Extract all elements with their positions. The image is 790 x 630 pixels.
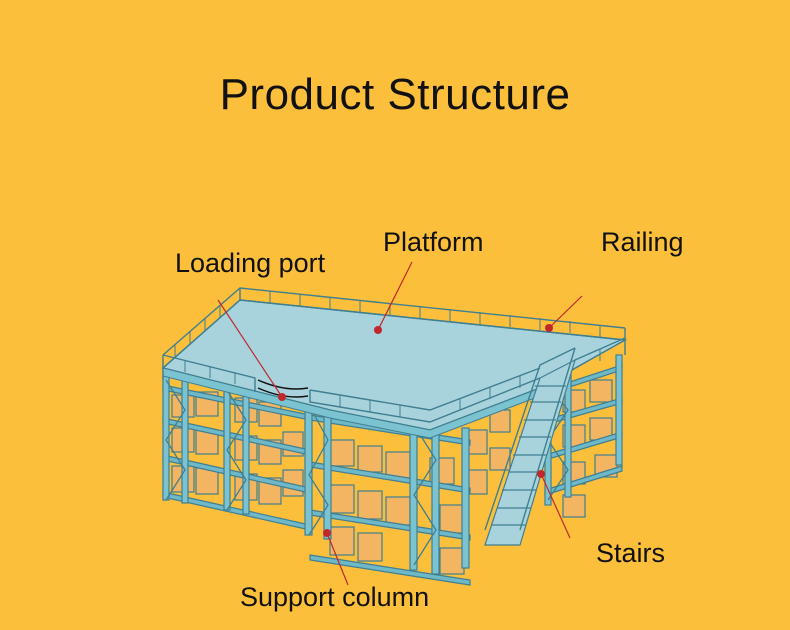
platform-label: Platform <box>383 227 484 257</box>
left-rack-structure <box>162 354 623 586</box>
support-column-label: Support column <box>240 582 430 612</box>
pointer-dots <box>278 324 553 537</box>
railing-label: Railing <box>601 227 684 257</box>
stairs-dot <box>537 470 545 478</box>
railing-pointer <box>548 295 583 329</box>
stairs-pointer <box>540 473 571 539</box>
loading-port-label: Loading port <box>175 248 326 278</box>
pointer-lines <box>217 261 583 586</box>
railing-structure <box>162 287 626 423</box>
page-title: Product Structure <box>219 70 571 119</box>
stairs-structure <box>484 347 576 546</box>
support-column-pointer <box>326 532 349 586</box>
stairs-label: Stairs <box>596 538 666 568</box>
railing-dot <box>545 324 553 332</box>
loading-port-dot <box>278 393 286 401</box>
platform-dot <box>374 326 382 334</box>
loading-port-pointer <box>217 299 283 398</box>
support-column-dot <box>323 529 331 537</box>
platform-pointer <box>377 261 413 331</box>
